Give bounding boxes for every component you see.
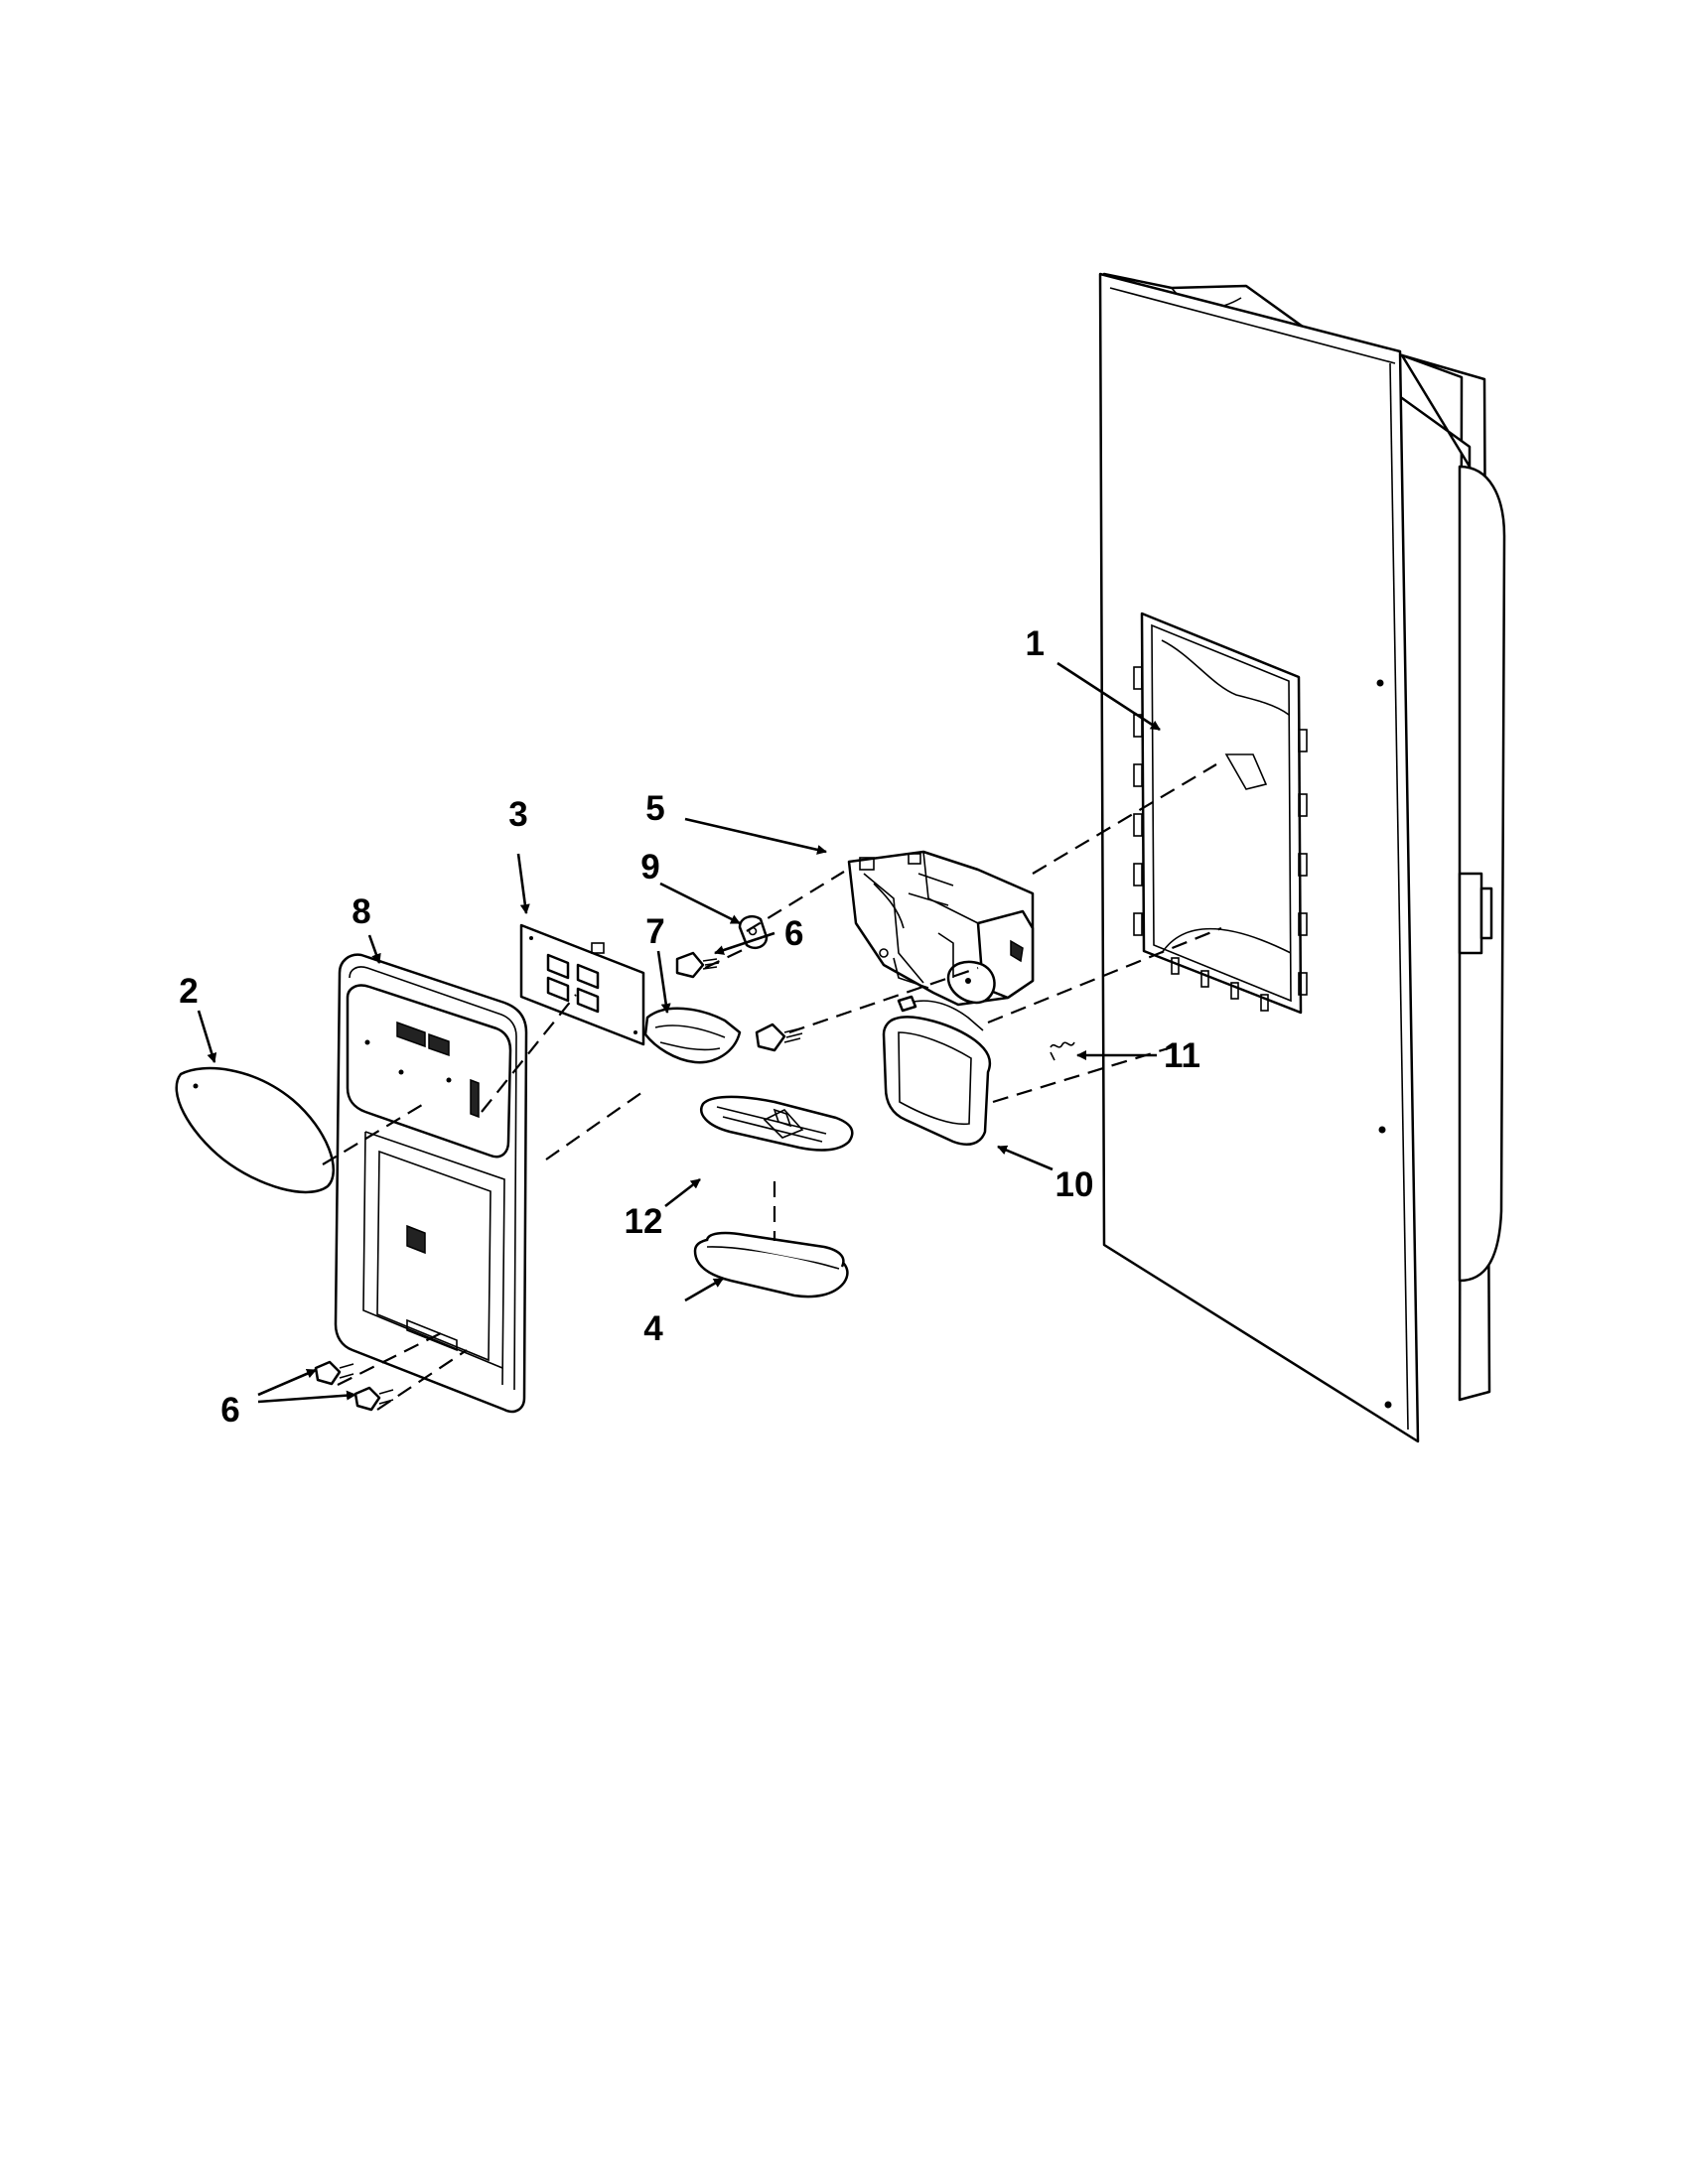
callout-10: 10 xyxy=(1055,1165,1094,1204)
callout-3: 3 xyxy=(508,795,527,834)
drip-tray xyxy=(693,1231,849,1298)
dispenser-assembly xyxy=(847,850,1035,1007)
display-lens xyxy=(175,1066,336,1194)
callout-7: 7 xyxy=(645,912,664,951)
callout-6-lower: 6 xyxy=(220,1391,239,1430)
callout-6-upper: 6 xyxy=(784,914,803,953)
screw-lower-1 xyxy=(314,1360,354,1386)
callout-leaders xyxy=(197,661,1161,1404)
spring xyxy=(1050,1041,1075,1061)
drip-grille xyxy=(700,1095,854,1152)
screw-lower-2 xyxy=(353,1386,394,1412)
callout-12: 12 xyxy=(625,1202,663,1241)
callout-8: 8 xyxy=(352,892,370,931)
callout-2: 2 xyxy=(179,972,198,1011)
callout-4: 4 xyxy=(643,1309,663,1348)
dispenser-front-panel xyxy=(334,953,528,1414)
callout-11: 11 xyxy=(1164,1036,1200,1075)
refrigerator-door xyxy=(1098,272,1506,1443)
screw-middle xyxy=(755,1023,803,1052)
ice-chute-door xyxy=(882,995,992,1146)
callout-5: 5 xyxy=(645,789,664,828)
control-board xyxy=(519,923,645,1046)
callout-1: 1 xyxy=(1026,624,1045,663)
callout-9: 9 xyxy=(640,848,659,887)
curved-trim xyxy=(643,1007,742,1064)
assembly-lines xyxy=(322,763,1222,1411)
